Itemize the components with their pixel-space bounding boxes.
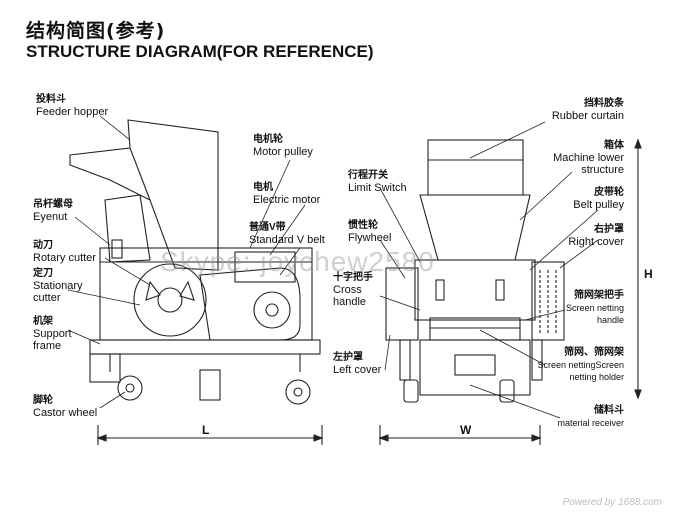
label-eyenut: 吊杆螺母 Eyenut — [33, 199, 73, 223]
label-castor-wheel: 脚轮 Castor wheel — [33, 395, 98, 419]
front-right-cover — [531, 261, 565, 341]
side-flywheel — [253, 291, 291, 329]
dim-label-l: L — [202, 423, 210, 437]
footer-brand: Powered by 1688.com — [562, 497, 662, 508]
label-right-cover: 右护罩 Right cover — [568, 224, 624, 248]
side-motor — [234, 251, 296, 283]
front-hopper — [427, 139, 524, 196]
label-rubber-curtain: 挡料胶条 Rubber curtain — [551, 98, 624, 122]
label-support-frame: 机架 Support frame — [33, 316, 72, 352]
cutter-housing — [133, 263, 207, 337]
title-english: STRUCTURE DIAGRAM(FOR REFERENCE) — [26, 42, 374, 61]
label-belt-pulley: 皮带轮 Belt pulley — [573, 187, 624, 211]
front-body — [414, 259, 536, 321]
side-frame — [89, 339, 321, 355]
label-screen-netting-handle: 筛网架把手 Screen netting handle — [565, 290, 624, 325]
label-v-belt: 普通V带 Standard V belt — [249, 222, 325, 246]
side-chute — [104, 194, 151, 263]
label-electric-motor: 电机 Electric motor — [253, 182, 321, 206]
label-rotary-cutter: 动刀 Rotary cutter — [33, 240, 96, 264]
front-wheel-left — [403, 379, 419, 403]
label-material-receiver: 储料斗 material receiver — [557, 405, 624, 428]
dim-label-h: H — [644, 267, 653, 281]
label-motor-pulley: 电机轮 Motor pulley — [253, 134, 313, 158]
watermark: Skype: joychew2580 — [160, 246, 435, 277]
side-wheel-right — [285, 379, 311, 405]
belt-guard — [199, 267, 301, 341]
dim-label-w: W — [460, 423, 472, 437]
title-chinese: 结构简图(参考) — [26, 20, 166, 42]
label-machine-lower: 箱体 Machine lower structure — [553, 140, 624, 176]
label-feeder-hopper: 投料斗 Feeder hopper — [36, 94, 109, 118]
side-hopper — [69, 119, 219, 271]
label-limit-switch: 行程开关 Limit Switch — [348, 170, 407, 194]
label-screen-netting-holder: 筛网、筛网架 Screen nettingScreen netting hold… — [537, 347, 624, 382]
label-cross-handle: 十字把手 Cross handle — [333, 272, 373, 308]
label-left-cover: 左护罩 Left cover — [333, 352, 382, 376]
label-flywheel: 惯性轮 Flywheel — [348, 220, 392, 244]
side-wheel-left — [117, 375, 143, 401]
front-wheel-right — [499, 379, 515, 403]
label-stationary-cutter: 定刀 Stationary cutter — [33, 268, 83, 304]
front-screen — [429, 317, 521, 341]
front-lower — [419, 339, 531, 396]
